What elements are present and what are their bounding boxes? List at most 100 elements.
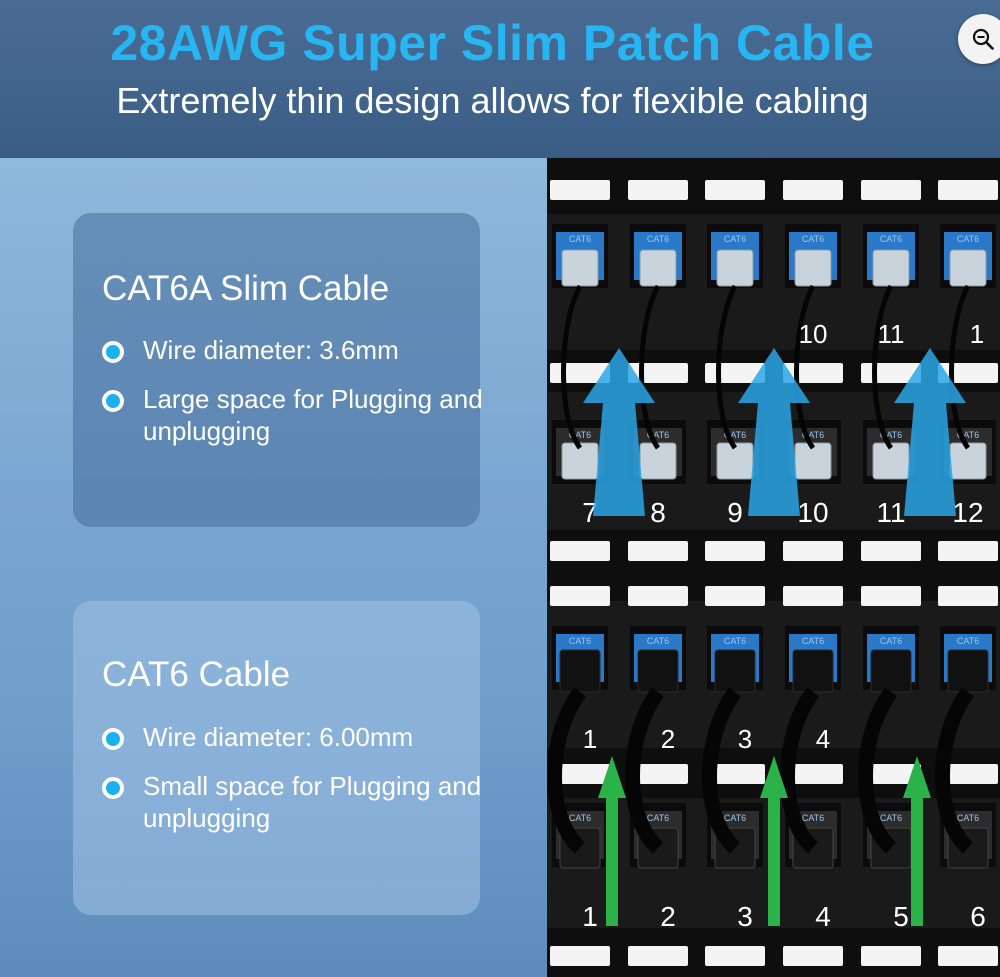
rj45-boot: [714, 649, 756, 693]
port-label-slot: [938, 946, 998, 966]
jack-label: CAT6: [880, 813, 902, 823]
port-number: 1: [970, 319, 984, 349]
jack-label: CAT6: [724, 430, 746, 440]
jack-label: CAT6: [647, 430, 669, 440]
port-label-slot: [783, 946, 843, 966]
port-label-slot: [550, 764, 610, 784]
port-label-slot: [550, 541, 610, 561]
port-label-slot: [705, 180, 765, 200]
rj45-plug: [949, 249, 987, 287]
slim-cable: [949, 284, 971, 450]
port-label-slot: [938, 180, 998, 200]
port-number: 1: [583, 724, 597, 754]
port-number: 6: [970, 901, 986, 932]
port-label-slot: [861, 764, 921, 784]
port-label-slot: [861, 946, 921, 966]
port-label-slot: [938, 541, 998, 561]
port-label-slot: [550, 586, 610, 606]
rail-strip: [547, 573, 1000, 601]
rj45-plug: [716, 249, 754, 287]
port-label-slot: [628, 946, 688, 966]
port-label-slot: [628, 541, 688, 561]
port-number: 7: [582, 497, 598, 528]
port-label-slot: [783, 541, 843, 561]
port-number: 3: [737, 901, 753, 932]
rj45-plug: [949, 442, 987, 480]
port-number: 2: [661, 724, 675, 754]
cat6a-card: CAT6A Slim Cable Wire diameter: 3.6mm La…: [73, 213, 483, 527]
rj45-plug: [794, 442, 832, 480]
green-up-arrow: [598, 756, 626, 926]
jack-label: CAT6: [957, 636, 979, 646]
rj45-plug: [872, 249, 910, 287]
jack-label: CAT6: [569, 430, 591, 440]
jack-label: CAT6: [802, 430, 824, 440]
port-number: 11: [878, 319, 905, 349]
jack-label: CAT6: [724, 636, 746, 646]
port-number: 8: [650, 497, 666, 528]
rj45-plug: [872, 442, 910, 480]
thick-cable: [547, 687, 587, 854]
port-label-slot: [783, 764, 843, 784]
jack-label: CAT6: [569, 234, 591, 244]
jack-label: CAT6: [647, 813, 669, 823]
jack-label: CAT6: [569, 636, 591, 646]
port-label-slot: [705, 541, 765, 561]
jack-label: CAT6: [569, 813, 591, 823]
port-label-slot: [861, 180, 921, 200]
jack-label: CAT6: [802, 636, 824, 646]
card-title: CAT6A Slim Cable: [102, 269, 390, 308]
jack-label: CAT6: [724, 234, 746, 244]
port-label-slot: [783, 586, 843, 606]
jack-label: CAT6: [957, 430, 979, 440]
rj45-boot: [870, 649, 912, 693]
port-number: 9: [727, 497, 743, 528]
port-number: 11: [876, 497, 905, 528]
port-number: 4: [816, 724, 830, 754]
card-title: CAT6 Cable: [102, 655, 291, 694]
rail-strip: [547, 158, 1000, 214]
rj45-plug: [716, 442, 754, 480]
thick-cable: [780, 687, 820, 854]
port-number: 10: [797, 497, 828, 528]
blue-up-arrow: [738, 348, 810, 516]
thick-cable: [935, 687, 975, 854]
jack-label: CAT6: [724, 813, 746, 823]
thick-cable: [858, 687, 898, 854]
port-number: 12: [952, 497, 983, 528]
bullet-text: Wire diameter: 3.6mm: [143, 335, 399, 365]
bullet-dot-icon: [102, 341, 124, 363]
port-number: 3: [738, 724, 752, 754]
port-label-slot: [938, 586, 998, 606]
jack-label: CAT6: [880, 636, 902, 646]
thick-cable: [702, 687, 742, 854]
jack-label: CAT6: [647, 234, 669, 244]
port-label-slot: [705, 764, 765, 784]
zoom-in-icon: [972, 28, 994, 50]
jack-label: CAT6: [802, 813, 824, 823]
rj45-boot: [947, 649, 989, 693]
port-label-slot: [550, 180, 610, 200]
bullet-text: Large space for Plugging and unplugging: [143, 384, 483, 446]
zoom-button[interactable]: [958, 14, 1000, 64]
bullet-text: Small space for Plugging and unplugging: [143, 771, 482, 833]
port-label-slot: [628, 180, 688, 200]
rj45-boot: [559, 649, 601, 693]
port-number: 10: [799, 319, 828, 349]
port-number: 2: [660, 901, 676, 932]
thick-cable: [625, 687, 665, 854]
port-label-slot: [783, 180, 843, 200]
jack-label: CAT6: [957, 234, 979, 244]
page-subtitle: Extremely thin design allows for flexibl…: [116, 80, 869, 121]
slim-cable: [639, 284, 661, 450]
rj45-plug: [639, 249, 677, 287]
bullet-dot-icon: [102, 728, 124, 750]
rj45-boot: [637, 649, 679, 693]
bullet-dot-icon: [102, 390, 124, 412]
slim-cable: [872, 284, 894, 450]
green-up-arrow: [760, 756, 788, 926]
jack-label: CAT6: [802, 234, 824, 244]
blue-up-arrow: [894, 348, 966, 516]
port-label-slot: [861, 541, 921, 561]
